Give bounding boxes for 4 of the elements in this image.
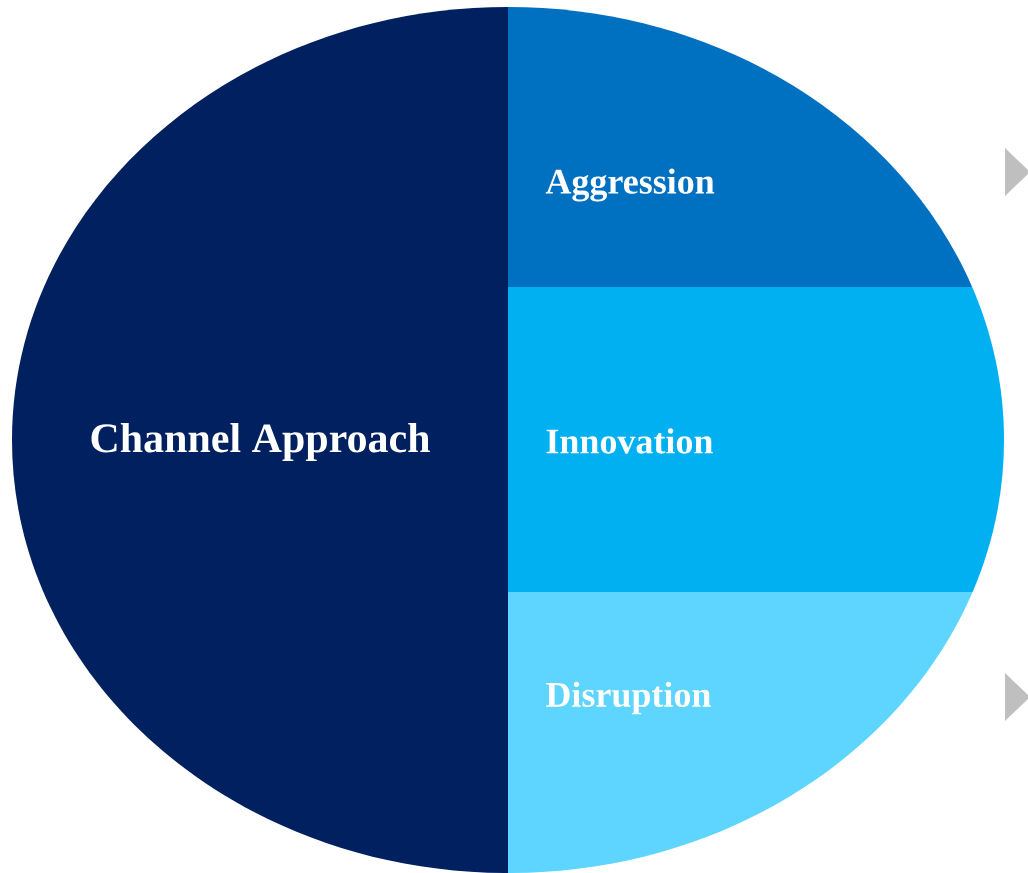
ellipse-segment: Channel Approach	[12, 7, 508, 873]
ellipse-segment: Aggression	[508, 7, 1004, 287]
ellipse-segment: Innovation	[508, 287, 1004, 592]
ellipse-segment: Disruption	[508, 592, 1004, 873]
